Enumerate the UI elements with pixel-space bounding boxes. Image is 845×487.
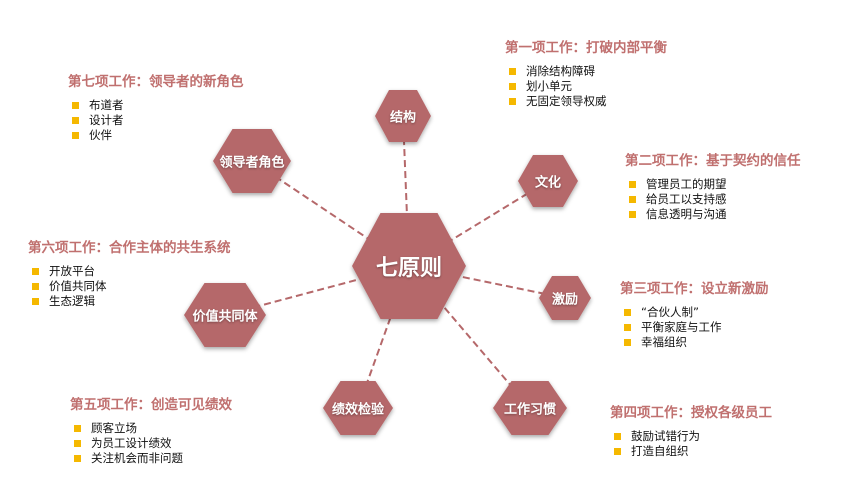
- node-label: 绩效检验: [331, 402, 385, 418]
- list-item: 消除结构障碍: [505, 64, 667, 79]
- list-item: “合伙人制”: [620, 305, 769, 320]
- bullet-icon: [72, 102, 79, 109]
- bullet-icon: [509, 98, 516, 105]
- bullet-icon: [32, 283, 39, 290]
- item-text: 划小单元: [526, 79, 572, 93]
- bullet-icon: [624, 339, 631, 346]
- node-label: 结构: [389, 110, 417, 126]
- node-label: 激励: [551, 292, 579, 308]
- center-label: 七原则: [375, 256, 443, 281]
- node-hexagon: [184, 283, 266, 347]
- list-item: 划小单元: [505, 79, 667, 94]
- principle-title: 第四项工作：授权各级员工: [610, 405, 772, 421]
- principle-block: 第四项工作：授权各级员工鼓励试错行为打造自组织: [610, 401, 772, 459]
- principle-title: 第五项工作：创造可见绩效: [70, 397, 232, 413]
- principle-block: 第二项工作：基于契约的信任管理员工的期望给员工以支持感信息透明与沟通: [625, 149, 801, 222]
- item-text: 平衡家庭与工作: [641, 320, 722, 334]
- bullet-icon: [74, 425, 81, 432]
- principle-block: 第五项工作：创造可见绩效顾客立场为员工设计绩效关注机会而非问题: [70, 393, 232, 466]
- principle-block: 第一项工作：打破内部平衡消除结构障碍划小单元无固定领导权威: [505, 36, 667, 109]
- bullet-icon: [74, 455, 81, 462]
- item-text: 鼓励试错行为: [631, 429, 700, 443]
- list-item: 为员工设计绩效: [70, 436, 232, 451]
- node-hexagon: [518, 155, 578, 207]
- node-hexagon: [375, 90, 431, 142]
- list-item: 顾客立场: [70, 421, 232, 436]
- bullet-icon: [624, 324, 631, 331]
- item-text: 开放平台: [49, 264, 95, 278]
- item-text: 信息透明与沟通: [646, 207, 727, 221]
- item-text: 无固定领导权威: [526, 94, 607, 108]
- bullet-icon: [72, 117, 79, 124]
- bullet-icon: [32, 268, 39, 275]
- bullet-icon: [32, 298, 39, 305]
- list-item: 幸福组织: [620, 335, 769, 350]
- item-text: 顾客立场: [91, 421, 137, 435]
- principle-title: 第六项工作：合作主体的共生系统: [28, 240, 231, 256]
- item-text: 生态逻辑: [49, 294, 95, 308]
- bullet-icon: [629, 196, 636, 203]
- item-text: 布道者: [89, 98, 124, 112]
- item-text: 伙伴: [89, 128, 112, 142]
- principle-title: 第七项工作：领导者的新角色: [68, 74, 244, 90]
- list-item: 设计者: [68, 113, 244, 128]
- item-text: 给员工以支持感: [646, 192, 727, 206]
- node-hexagon: [213, 129, 291, 193]
- list-item: 开放平台: [28, 264, 231, 279]
- item-text: 为员工设计绩效: [91, 436, 172, 450]
- bullet-icon: [614, 433, 621, 440]
- node-hexagon: [539, 276, 591, 320]
- bullet-icon: [629, 211, 636, 218]
- bullet-icon: [629, 181, 636, 188]
- principle-title: 第一项工作：打破内部平衡: [505, 40, 667, 56]
- list-item: 平衡家庭与工作: [620, 320, 769, 335]
- item-text: 打造自组织: [631, 444, 689, 458]
- center-hexagon: [352, 213, 466, 319]
- node-label: 工作习惯: [503, 402, 557, 418]
- list-item: 给员工以支持感: [625, 192, 801, 207]
- list-item: 伙伴: [68, 128, 244, 143]
- item-text: 价值共同体: [49, 279, 107, 293]
- node-hexagon: [493, 381, 567, 435]
- list-item: 生态逻辑: [28, 294, 231, 309]
- list-item: 价值共同体: [28, 279, 231, 294]
- item-text: 幸福组织: [641, 335, 687, 349]
- list-item: 鼓励试错行为: [610, 429, 772, 444]
- bullet-icon: [509, 68, 516, 75]
- bullet-icon: [509, 83, 516, 90]
- list-item: 关注机会而非问题: [70, 451, 232, 466]
- bullet-icon: [624, 309, 631, 316]
- item-text: 设计者: [89, 113, 124, 127]
- bullet-icon: [74, 440, 81, 447]
- list-item: 布道者: [68, 98, 244, 113]
- node-label: 价值共同体: [192, 309, 258, 325]
- item-text: “合伙人制”: [641, 305, 699, 319]
- item-text: 消除结构障碍: [526, 64, 595, 78]
- list-item: 打造自组织: [610, 444, 772, 459]
- item-text: 关注机会而非问题: [91, 451, 183, 465]
- principle-title: 第三项工作：设立新激励: [620, 281, 769, 297]
- principle-title: 第二项工作：基于契约的信任: [625, 153, 801, 169]
- bullet-icon: [72, 132, 79, 139]
- node-label: 文化: [534, 175, 562, 191]
- node-hexagon: [323, 381, 393, 435]
- list-item: 无固定领导权威: [505, 94, 667, 109]
- principle-block: 第七项工作：领导者的新角色布道者设计者伙伴: [68, 70, 244, 143]
- list-item: 管理员工的期望: [625, 177, 801, 192]
- item-text: 管理员工的期望: [646, 177, 727, 191]
- principle-block: 第六项工作：合作主体的共生系统开放平台价值共同体生态逻辑: [28, 236, 231, 309]
- bullet-icon: [614, 448, 621, 455]
- node-label: 领导者角色: [219, 155, 285, 171]
- principle-block: 第三项工作：设立新激励 “合伙人制”平衡家庭与工作幸福组织: [620, 277, 769, 350]
- list-item: 信息透明与沟通: [625, 207, 801, 222]
